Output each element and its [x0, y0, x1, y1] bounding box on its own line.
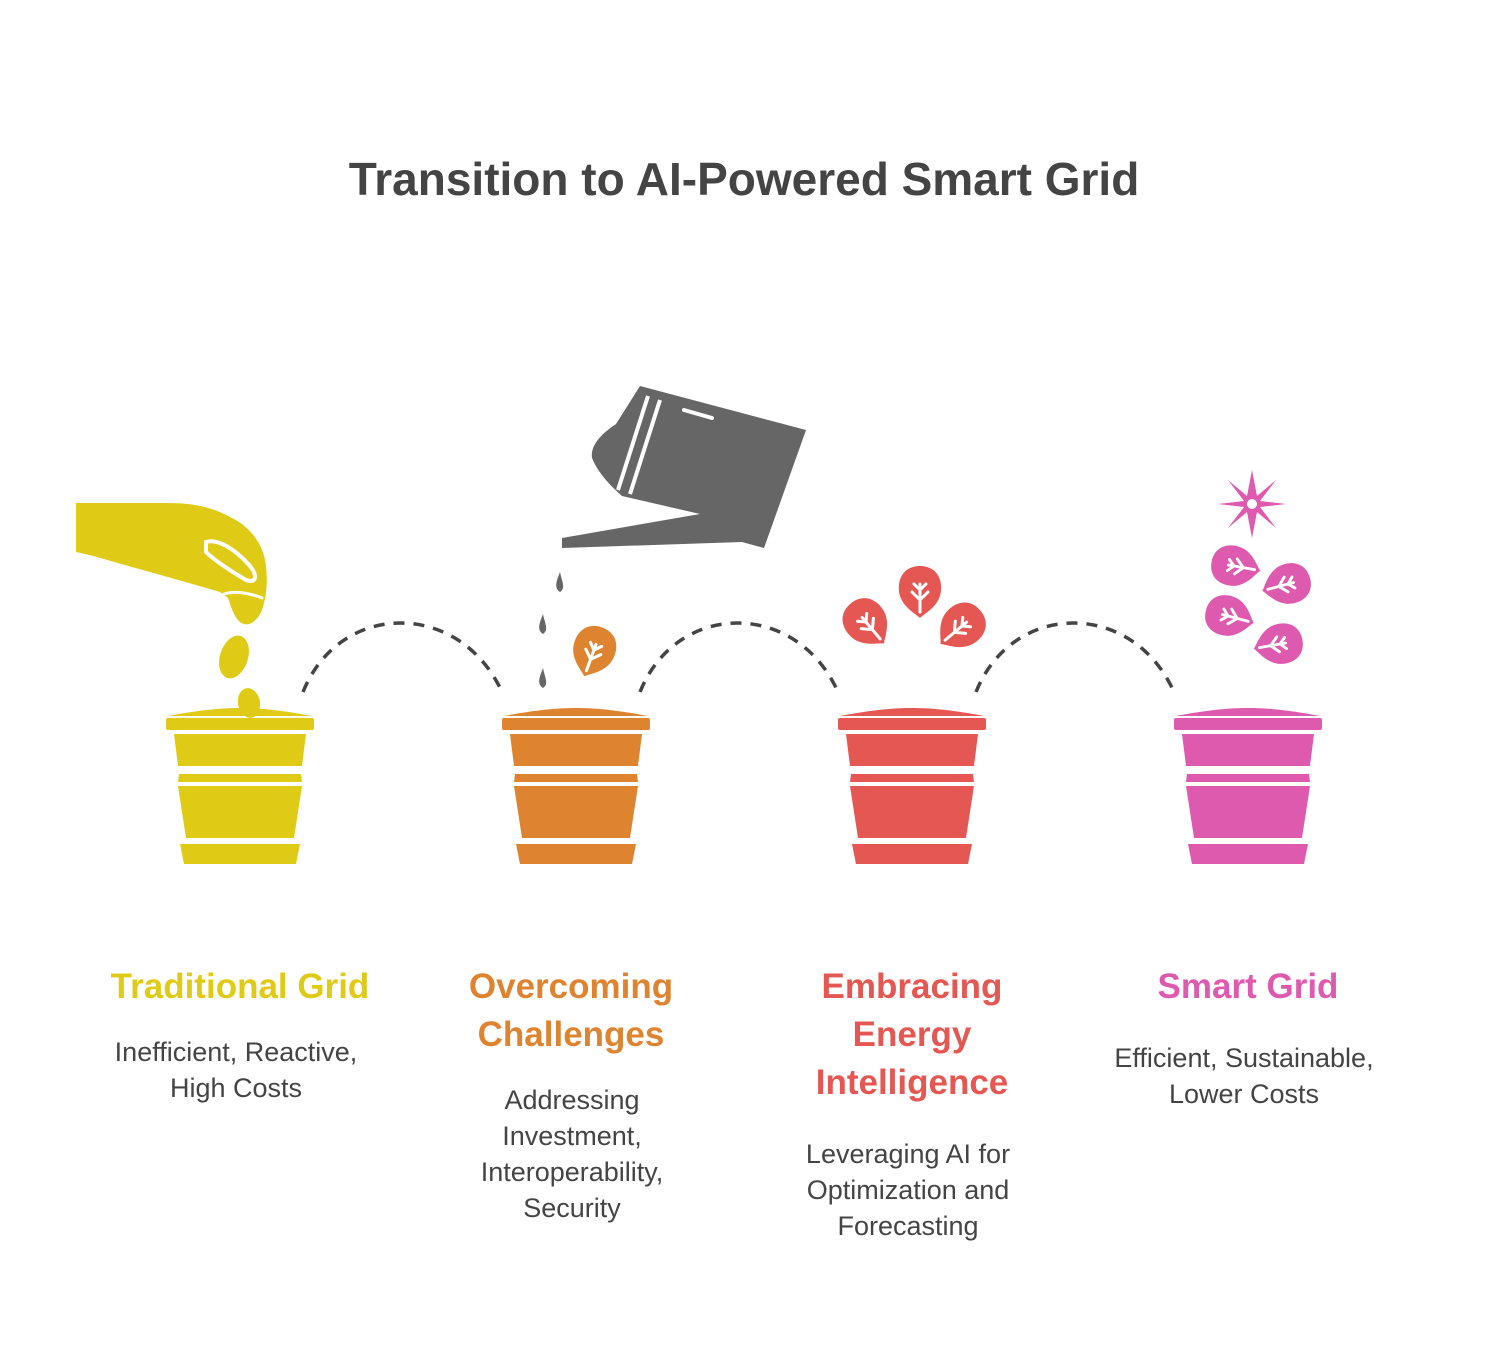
hand-dropping-seeds-icon [76, 503, 267, 718]
pot-stage-4 [1174, 708, 1322, 864]
stage-4-title: Smart Grid [1157, 967, 1339, 1006]
stage-4-description: Efficient, Sustainable, Lower Costs [1114, 1043, 1374, 1109]
flowering-plant-icon [1199, 470, 1317, 670]
pot-stage-3 [838, 708, 986, 864]
connector-1-2 [301, 621, 504, 693]
sprout-leaf-icon [563, 618, 624, 686]
stage-1-description: Inefficient, Reactive, High Costs [114, 1037, 358, 1103]
stage-3-title: Embracing Energy Intelligence [815, 967, 1009, 1102]
connector-2-3 [638, 621, 840, 693]
stage-2-description: Addressing Investment, Interoperability,… [480, 1085, 664, 1223]
connector-3-4 [974, 621, 1176, 693]
stage-1-title: Traditional Grid [110, 967, 370, 1006]
stage-2-title: Overcoming Challenges [468, 967, 674, 1054]
page-title: Transition to AI-Powered Smart Grid [348, 153, 1140, 205]
stage-3-description: Leveraging AI for Optimization and Forec… [805, 1139, 1011, 1241]
watering-can-icon [539, 386, 806, 688]
pot-stage-1 [166, 708, 314, 864]
sprouting-leaves-icon [832, 564, 996, 662]
pot-stage-2 [502, 708, 650, 864]
